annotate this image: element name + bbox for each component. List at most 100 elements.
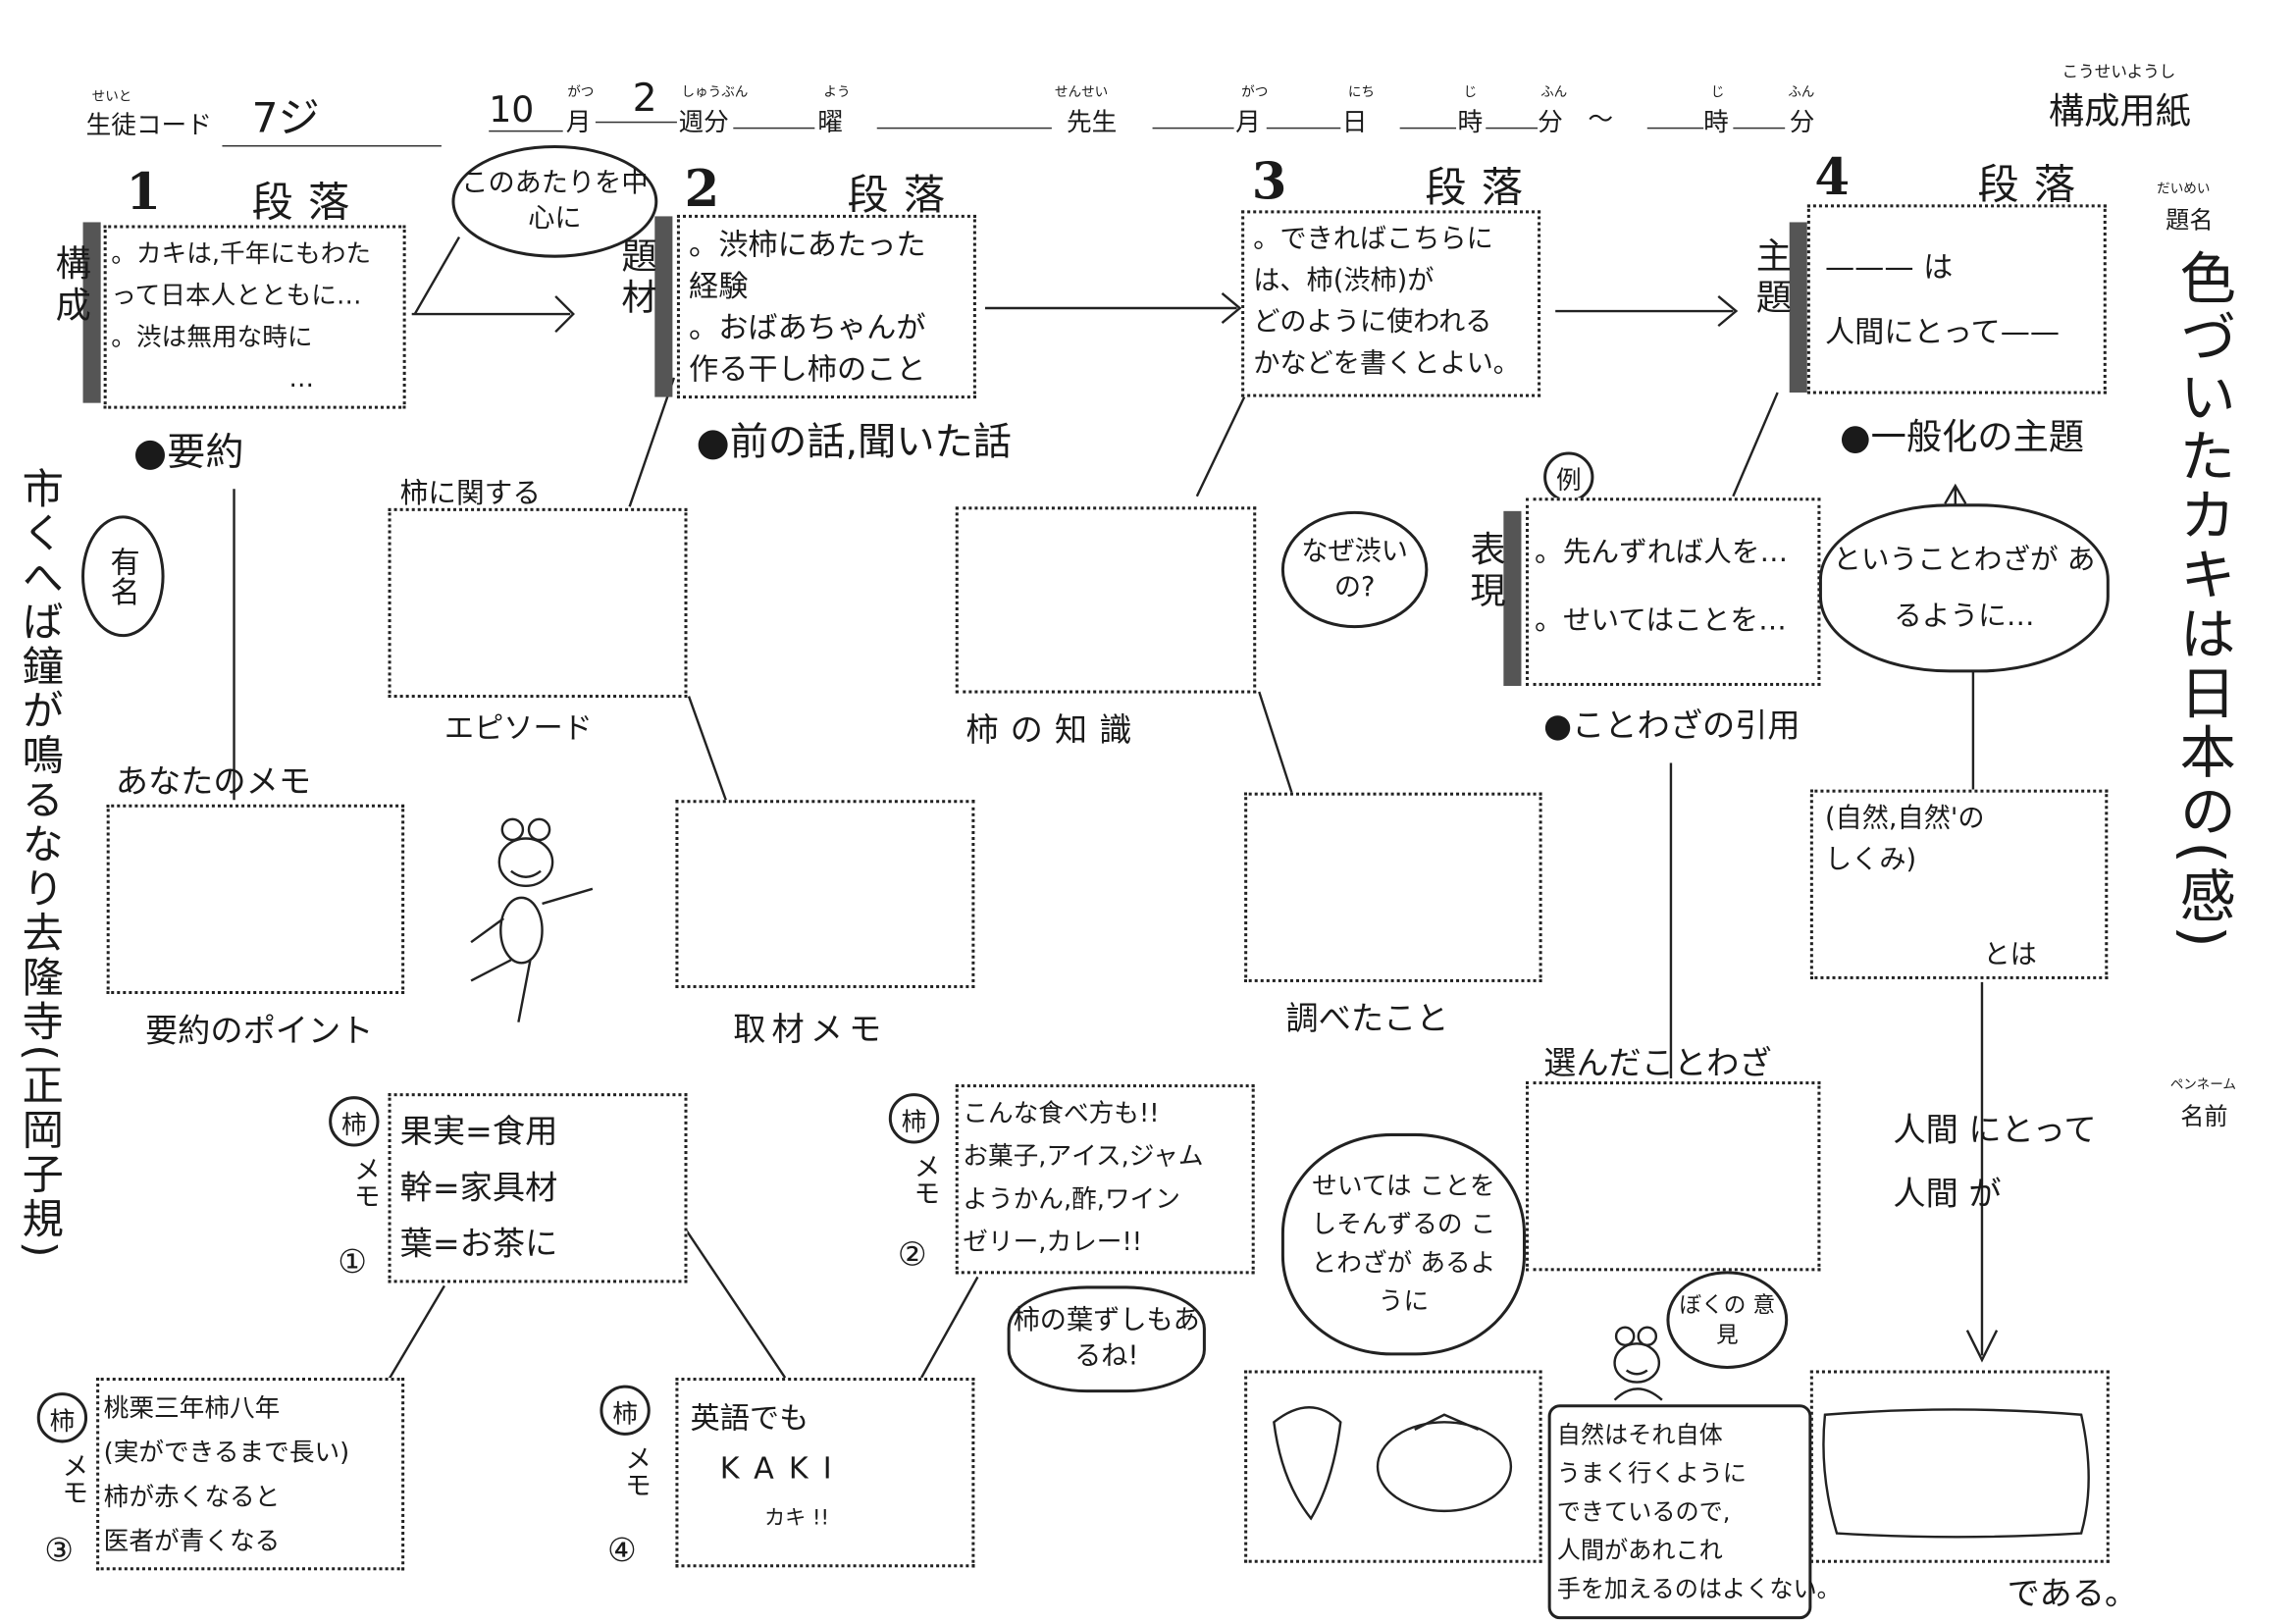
speech-bubble: なぜ渋いの? xyxy=(1280,510,1429,629)
line: うまく行くように xyxy=(1556,1459,1747,1488)
hour2-field[interactable] xyxy=(1646,98,1704,130)
hour2-label: 時 xyxy=(1703,108,1729,138)
ruby: ふん xyxy=(1540,85,1568,101)
memo-number: ④ xyxy=(606,1533,637,1571)
example-circle: 例 xyxy=(1543,451,1594,502)
speech-bubble: ということわざが あるように… xyxy=(1818,503,2110,673)
minute2-label: 分 xyxy=(1789,108,1815,138)
episode-box[interactable] xyxy=(388,507,688,699)
paragraph-number: 4 xyxy=(1814,147,1851,208)
research-box[interactable] xyxy=(1244,792,1542,982)
opinion-box: 自然はそれ自体 うまく行くように できているので, 人間があれこれ 手を加えるの… xyxy=(1547,1404,1841,1620)
date-month-label: 月 xyxy=(1235,108,1261,138)
knowledge-box[interactable] xyxy=(955,506,1257,694)
memo-3-box[interactable]: 桃栗三年柿八年 (実ができるまで長い) 柿が赤くなると 医者が青くなる xyxy=(96,1378,405,1571)
student-code-field[interactable]: 7ジ xyxy=(222,86,442,147)
example-box[interactable]: 。先んずれば人を… 。せいてはことを… xyxy=(1525,497,1821,686)
line: (自然,自然'の xyxy=(1824,803,1985,834)
kaki-circle: 柿 xyxy=(36,1392,88,1443)
chosen-proverb-box[interactable] xyxy=(1525,1081,1821,1272)
teacher-field[interactable] xyxy=(876,98,1052,130)
caption: ●要約 xyxy=(132,431,244,476)
paragraph-1-box[interactable]: 。カキは,千年にもわた って日本人とともに… 。渋は無用な時に … xyxy=(103,225,406,409)
interview-caption: 取材メモ xyxy=(733,1012,888,1049)
human-text-2: 人間 が xyxy=(1893,1176,2002,1214)
ruby: しゅうぶん xyxy=(681,85,749,101)
minute2-field[interactable] xyxy=(1733,98,1786,130)
ruby: こうせいようし xyxy=(2061,62,2176,82)
small-frog-drawing xyxy=(1613,1326,1663,1401)
speech-bubble: ぼくの 意見 xyxy=(1666,1271,1789,1369)
paragraph-4-box[interactable]: ——— は 人間にとって—— xyxy=(1806,204,2107,394)
caption: ●前の話,聞いた話 xyxy=(696,420,1013,466)
chosen-proverb-label: 選んだことわざ xyxy=(1543,1045,1772,1083)
line: KAKI xyxy=(719,1449,847,1487)
dearu-text: である。 xyxy=(2007,1576,2138,1614)
nature-box[interactable]: (自然,自然'の しくみ) とは xyxy=(1809,789,2109,979)
line: しくみ) xyxy=(1824,844,1917,876)
your-memo-box[interactable] xyxy=(106,804,405,995)
month-label: 月 xyxy=(565,108,592,138)
line: って日本人とともに… xyxy=(111,281,362,312)
line: ようかん,酢,ワイン xyxy=(963,1184,1180,1215)
memo-1-box[interactable]: 果実=食用 幹=家具材 葉=お茶に xyxy=(388,1093,688,1283)
marker-bar xyxy=(1503,510,1522,686)
towa-label: とは xyxy=(1983,939,2037,970)
week-label: 週分 xyxy=(678,108,729,138)
date-day-field[interactable] xyxy=(1266,98,1341,130)
side-label: 主題 xyxy=(1748,236,1792,321)
name-label: 名前 xyxy=(2180,1102,2228,1130)
hour-field[interactable] xyxy=(1399,98,1457,130)
human-text-1: 人間 にとって xyxy=(1893,1112,2097,1150)
line: ゼリー,カレー!! xyxy=(963,1228,1143,1258)
title-label: 題名 xyxy=(2166,205,2214,235)
speech-bubble: 有名 xyxy=(81,515,165,638)
day-field[interactable] xyxy=(733,98,815,130)
line: 柿が赤くなると xyxy=(103,1483,281,1513)
essay-title[interactable]: 色づいたカキは日本の(感) xyxy=(2169,248,2236,951)
line: 医者が青くなる xyxy=(103,1527,281,1557)
paragraph-number: 1 xyxy=(126,163,162,223)
minute-field[interactable] xyxy=(1486,98,1539,130)
paragraph-2-box[interactable]: 。渋柿にあたった 経験 。おばあちゃんが 作る干し柿のこと xyxy=(676,214,976,399)
line: 英語でも xyxy=(690,1399,809,1436)
research-caption: 調べたこと xyxy=(1285,1001,1449,1039)
date-month-field[interactable] xyxy=(1152,98,1234,130)
memo-4-box[interactable]: 英語でも KAKI カキ !! xyxy=(675,1378,975,1568)
line: カキ !! xyxy=(764,1506,829,1531)
memo-2-box[interactable]: こんな食べ方も!! お菓子,アイス,ジャム ようかん,酢,ワイン ゼリー,カレー… xyxy=(955,1084,1255,1275)
ruby: じ xyxy=(1463,85,1478,101)
line: 人間にとって—— xyxy=(1824,314,2061,350)
paragraph-3-box[interactable]: 。できればこちらに は、柿(渋柿)が どのように使われる かなどを書くとよい。 xyxy=(1241,210,1541,397)
line: 自然はそれ自体 xyxy=(1556,1420,1723,1449)
week-field[interactable]: 2 xyxy=(595,78,677,124)
memo-label: メモ xyxy=(349,1155,381,1209)
summary-point-caption: 要約のポイント xyxy=(144,1013,374,1051)
month-field[interactable]: 10 xyxy=(489,89,563,132)
memo-number: ③ xyxy=(44,1533,75,1571)
line: 。渋は無用な時に xyxy=(111,323,313,353)
memo-number: ① xyxy=(338,1244,368,1282)
line: 葉=お茶に xyxy=(399,1227,558,1264)
ruby: よう xyxy=(823,85,851,101)
conclusion-box[interactable] xyxy=(1809,1370,2110,1563)
student-code-label: 生徒コード xyxy=(85,111,212,141)
ruby: ペンネーム xyxy=(2169,1078,2236,1094)
line: どのように使われる xyxy=(1253,306,1492,339)
episode-label: 柿に関する xyxy=(399,477,542,510)
marker-bar xyxy=(82,222,101,403)
paragraph-number: 2 xyxy=(684,160,720,220)
interview-box[interactable] xyxy=(675,800,975,988)
line: 。せいてはことを… xyxy=(1535,603,1787,638)
ruby: せいと xyxy=(91,90,132,106)
persimmon-drawings xyxy=(1273,1406,1513,1521)
side-label: 題材 xyxy=(614,236,656,321)
frog-drawing xyxy=(470,817,594,1022)
ruby: じ xyxy=(1710,85,1725,101)
marker-bar xyxy=(654,216,673,397)
kaki-circle: 柿 xyxy=(329,1096,380,1147)
tilde: ～ xyxy=(1588,105,1614,135)
line: (実ができるまで長い) xyxy=(103,1438,350,1469)
memo-label: あなたのメモ xyxy=(115,764,312,802)
